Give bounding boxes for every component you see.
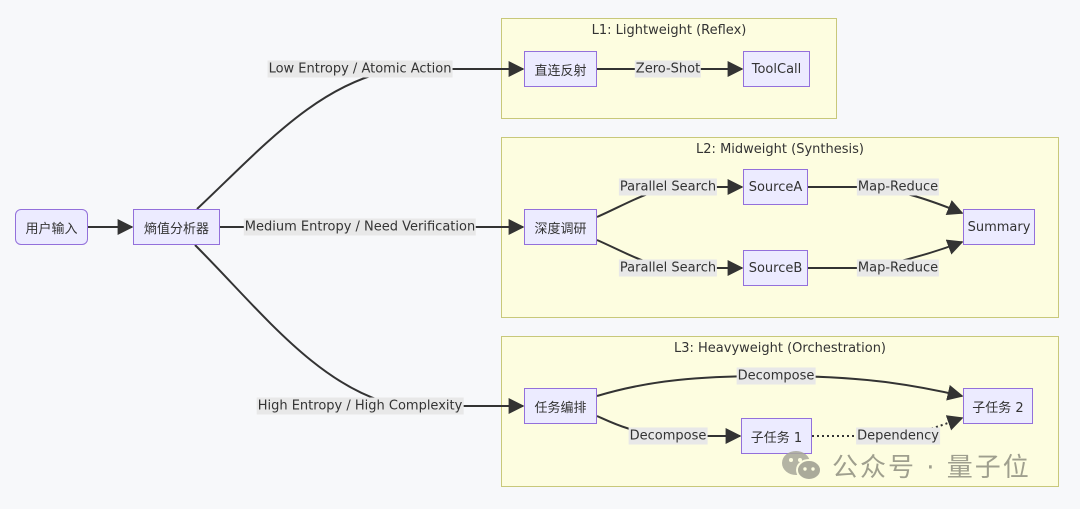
edge-label-decompose-bottom: Decompose	[628, 427, 708, 445]
node-task-orchestration[interactable]: 任务编排	[524, 388, 597, 424]
node-direct-reflex[interactable]: 直连反射	[524, 51, 597, 87]
node-source-b[interactable]: SourceB	[743, 250, 808, 286]
cluster-title: L2: Midweight (Synthesis)	[696, 142, 864, 157]
node-entropy-analyzer[interactable]: 熵值分析器	[133, 209, 220, 245]
watermark: 公众号 · 量子位	[780, 447, 1031, 484]
node-summary[interactable]: Summary	[963, 209, 1035, 245]
edge-label-zero-shot: Zero-Shot	[634, 60, 702, 78]
edge-label-decompose-top: Decompose	[736, 367, 816, 385]
node-source-a[interactable]: SourceA	[743, 169, 808, 205]
edge-label-high-entropy: High Entropy / High Complexity	[256, 397, 464, 415]
edge-label-parallel-search-a: Parallel Search	[618, 178, 718, 196]
cluster-title: L1: Lightweight (Reflex)	[591, 23, 747, 38]
wechat-icon	[782, 450, 822, 481]
edge-label-parallel-search-b: Parallel Search	[618, 259, 718, 277]
node-subtask-2[interactable]: 子任务 2	[963, 388, 1033, 424]
edge-label-medium-entropy: Medium Entropy / Need Verification	[243, 218, 477, 236]
watermark-text: 公众号 · 量子位	[832, 453, 1031, 483]
edge-label-map-reduce-b: Map-Reduce	[856, 259, 940, 277]
edge-label-map-reduce-a: Map-Reduce	[856, 178, 940, 196]
node-subtask-1[interactable]: 子任务 1	[741, 418, 812, 454]
edge-analyzer-to-reflex	[196, 61, 525, 210]
node-user-input[interactable]: 用户输入	[15, 209, 88, 245]
edge-label-low-entropy: Low Entropy / Atomic Action	[267, 60, 453, 78]
node-deep-research[interactable]: 深度调研	[524, 209, 597, 245]
node-toolcall[interactable]: ToolCall	[743, 51, 810, 87]
cluster-title: L3: Heavyweight (Orchestration)	[673, 341, 887, 356]
edge-label-dependency: Dependency	[856, 427, 940, 445]
edge-analyzer-to-orchestration	[194, 244, 525, 414]
